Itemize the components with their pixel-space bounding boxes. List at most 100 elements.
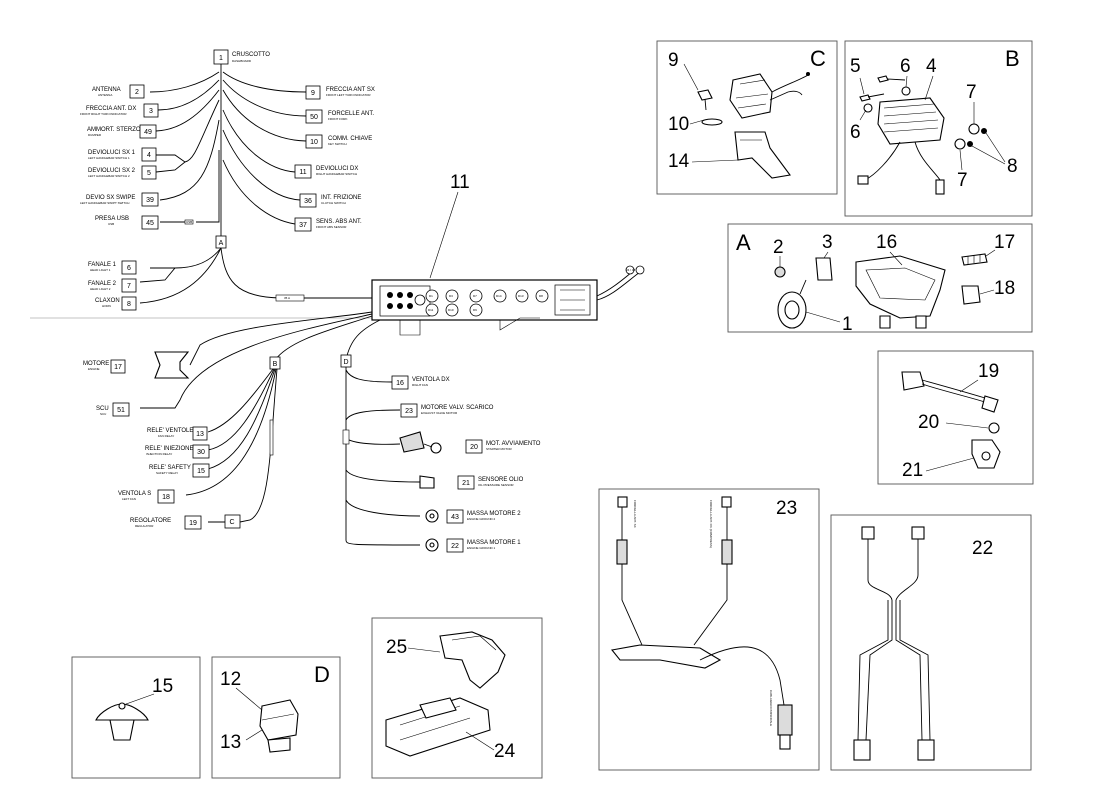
callout-20: 20: [918, 412, 939, 433]
svg-text:DUMPER: DUMPER: [88, 133, 102, 137]
svg-text:13: 13: [196, 431, 204, 438]
label-front-left-indicator: FRECCIA ANT SX: [326, 87, 375, 93]
panel-letter-c: C: [810, 46, 826, 71]
svg-text:KEY SWITCH: KEY SWITCH: [328, 142, 347, 146]
svg-text:REGULATOR: REGULATOR: [135, 524, 154, 528]
svg-text:FRONT LEFT TURN INDICATOR: FRONT LEFT TURN INDICATOR: [326, 93, 371, 97]
svg-text:8: 8: [127, 301, 131, 308]
svg-text:USB: USB: [108, 222, 114, 226]
panel-d-relay-part: D 12 13: [211, 656, 341, 779]
svg-text:SAFETY RELAY: SAFETY RELAY: [156, 471, 178, 475]
svg-text:4: 4: [147, 152, 151, 159]
svg-text:CLUTCH SWITCH: CLUTCH SWITCH: [321, 201, 346, 205]
svg-text:FRONT FORK: FRONT FORK: [328, 117, 347, 121]
svg-text:16: 16: [396, 380, 404, 387]
svg-text:D8: D8: [539, 294, 543, 298]
svg-text:20: 20: [470, 444, 478, 451]
junction-node-c: [224, 514, 241, 529]
svg-text:18: 18: [162, 494, 170, 501]
panel-15-clip-part: 15: [71, 656, 201, 779]
svg-text:15: 15: [197, 468, 205, 475]
svg-text:ANTENNA: ANTENNA: [98, 93, 112, 97]
wiring-harness-schematic: 1 CRUSCOTTO DASHBOARD A USB 35 A A: [30, 49, 645, 553]
main-harness-label: CABLAGGIO PRINCIPALE: [769, 690, 773, 726]
right-connector-labels: 9 FRECCIA ANT SX FRONT LEFT TURN INDICAT…: [294, 85, 375, 232]
svg-text:21: 21: [462, 480, 470, 487]
label-abs-sensor: SENS. ABS ANT.: [316, 219, 362, 225]
svg-text:LEFT FAN: LEFT FAN: [122, 497, 136, 501]
label-front-fork: FORCELLE ANT.: [328, 111, 374, 117]
svg-text:HEAD LIGHT 2: HEAD LIGHT 2: [90, 287, 111, 291]
panel-c-relay-parts: C 9 10 14: [656, 40, 838, 195]
fuse-tag: 35 A: [284, 296, 290, 300]
svg-text:50: 50: [310, 114, 318, 121]
callout-14: 14: [668, 151, 690, 172]
fork-right-label: FORCELLA ANT. DX (COMPRESS): [709, 500, 713, 548]
label-clutch-switch: INT. FRIZIONE: [321, 195, 361, 201]
svg-text:51: 51: [117, 407, 125, 414]
svg-text:D: D: [343, 359, 348, 366]
svg-text:D9: D9: [473, 308, 477, 312]
callout-16: 16: [876, 232, 897, 253]
label-starter-motor: MOT. AVVIAMENTO: [486, 441, 541, 447]
fuse-box-harness-body: D1 D3 D7 D14 D13 D8 D11 D10 D9 24 / 48: [371, 265, 645, 336]
connector-label: CRUSCOTTO: [232, 52, 270, 58]
label-exhaust-valve: MOTORE VALV. SCARICO: [421, 405, 494, 411]
callout-10: 10: [668, 114, 689, 135]
callout-9: 9: [668, 50, 679, 71]
connector-sublabel: DASHBOARD: [232, 59, 252, 63]
svg-text:D13: D13: [518, 294, 524, 298]
callout-7-bottom: 7: [957, 170, 968, 191]
svg-text:43: 43: [451, 514, 459, 521]
label-safety-relay: RELE' SAFETY: [149, 465, 191, 471]
panel-letter-d: D: [314, 662, 330, 687]
svg-text:19: 19: [189, 520, 197, 527]
callout-21: 21: [902, 460, 923, 481]
svg-text:OIL PRESSURE SENSOR: OIL PRESSURE SENSOR: [478, 483, 514, 487]
callout-3: 3: [822, 232, 833, 253]
engine-connector-icon: [154, 351, 190, 379]
label-right-switch: DEVIOLUCI DX: [316, 166, 358, 172]
label-key-switch: COMM. CHIAVE: [328, 136, 372, 142]
label-headlight-2: FANALE 2: [88, 281, 117, 287]
label-horn: CLAXON: [95, 298, 120, 304]
svg-text:FRONT RIGHT TURN INDICATOR: FRONT RIGHT TURN INDICATOR: [80, 112, 127, 116]
svg-text:D10: D10: [448, 308, 454, 312]
svg-text:5: 5: [147, 170, 151, 177]
svg-text:11: 11: [299, 169, 306, 176]
label-front-right-indicator: FRECCIA ANT. DX: [86, 106, 136, 112]
svg-text:39: 39: [146, 197, 154, 204]
callout-17: 17: [994, 232, 1015, 253]
svg-text:LEFT HANDLEBAR SWIPT SWITCH: LEFT HANDLEBAR SWIPT SWITCH: [80, 201, 129, 205]
label-engine-ground-1: MASSA MOTORE 1: [467, 540, 521, 546]
label-usb: PRESA USB: [95, 216, 129, 222]
svg-text:INJECTION RELAY: INJECTION RELAY: [146, 452, 172, 456]
panel-24-25-cover-parts: 25 24: [371, 617, 543, 779]
svg-text:LEFT HANDLEBAR SWITCH 1: LEFT HANDLEBAR SWITCH 1: [88, 156, 130, 160]
callout-2: 2: [773, 237, 784, 258]
callout-8: 8: [1007, 156, 1018, 177]
label-injection-relay: RELE' INIEZIONE: [145, 446, 194, 452]
left-connector-labels: ANTENNA ANTENNA 2 FRECCIA ANT. DX FRONT …: [80, 84, 159, 311]
callout-5: 5: [850, 56, 861, 77]
svg-text:RIGHT FAN: RIGHT FAN: [412, 383, 428, 387]
svg-text:30: 30: [197, 449, 205, 456]
panel-letter-a: A: [736, 230, 751, 255]
callout-24: 24: [494, 741, 516, 762]
callout-11: 11: [450, 172, 470, 193]
svg-text:ENGINE GROUND 1: ENGINE GROUND 1: [467, 546, 496, 550]
svg-text:D7: D7: [473, 294, 477, 298]
svg-text:EXHAUST VALVE MOTOR: EXHAUST VALVE MOTOR: [421, 411, 458, 415]
svg-text:3: 3: [149, 108, 153, 115]
svg-text:49: 49: [144, 129, 152, 136]
svg-text:RIGHT HANDLEBAR SWITCH: RIGHT HANDLEBAR SWITCH: [316, 172, 357, 176]
panel-b-regulator-parts: B 5 6 4 7 6 8 7: [844, 40, 1033, 217]
svg-text:B: B: [273, 361, 278, 368]
svg-text:LEFT HANDLEBAR SWITCH 2: LEFT HANDLEBAR SWITCH 2: [88, 174, 130, 178]
label-headlight-1: FANALE 1: [88, 262, 117, 268]
label-engine-ground-2: MASSA MOTORE 2: [467, 511, 521, 517]
svg-text:HORN: HORN: [102, 304, 111, 308]
svg-text:SCU: SCU: [100, 412, 106, 416]
label-right-fan: VENTOLA DX: [412, 377, 450, 383]
